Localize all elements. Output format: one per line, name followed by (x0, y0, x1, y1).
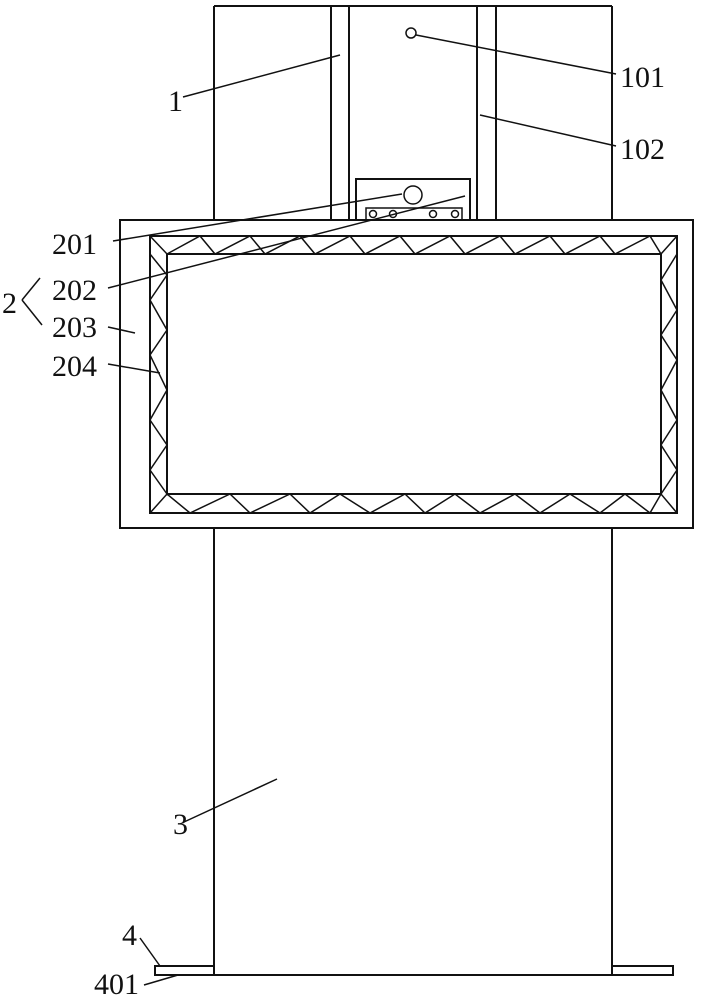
upper-column (213, 5, 613, 220)
label-4: 4 (122, 919, 137, 952)
base-plates (154, 965, 674, 976)
label-101: 101 (620, 61, 665, 94)
frame-layers (149, 235, 678, 514)
label-2: 2 (2, 287, 17, 320)
label-401: 401 (94, 968, 139, 1000)
frame-outer (119, 219, 694, 529)
label-203: 203 (52, 311, 97, 344)
label-204: 204 (52, 350, 97, 383)
label-102: 102 (620, 133, 665, 166)
leader-lines (21, 34, 617, 986)
guide-rails (330, 6, 497, 220)
mechanism-box (355, 178, 471, 221)
label-3: 3 (173, 808, 188, 841)
label-202: 202 (52, 274, 97, 307)
frame-hatching (149, 235, 678, 515)
hole-101 (405, 27, 417, 39)
label-1: 1 (168, 85, 183, 118)
part-labels: 1 101 102 201 202 2 203 204 3 4 401 (2, 61, 665, 1000)
label-201: 201 (52, 228, 97, 261)
lower-column (213, 528, 613, 976)
